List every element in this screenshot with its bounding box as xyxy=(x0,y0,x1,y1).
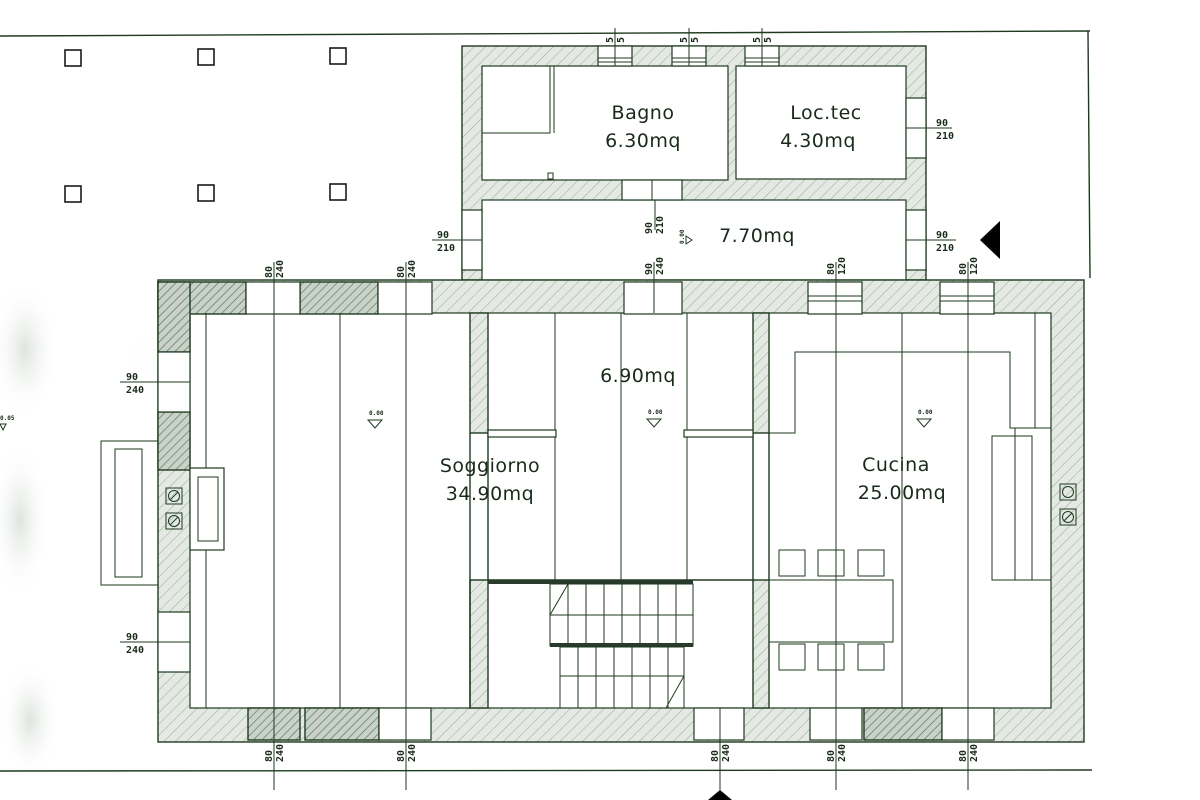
room-name-loc-tec: Loc.tec xyxy=(790,102,861,124)
dim-height: 240 xyxy=(837,744,848,762)
dim-height: 120 xyxy=(969,257,980,275)
post-icon xyxy=(329,183,347,201)
dim-width: 80 xyxy=(396,750,407,762)
dim-width: 80 xyxy=(958,750,969,762)
room-name-soggiorno: Soggiorno xyxy=(440,455,540,477)
dim-height: 240 xyxy=(969,744,980,762)
dim-height: 240 xyxy=(407,260,418,278)
dim-width: 90 xyxy=(936,118,948,129)
kitchen-table xyxy=(768,549,894,671)
dim-height: 5 xyxy=(616,37,627,43)
dim-height: 210 xyxy=(936,243,954,254)
post-icon xyxy=(329,47,347,65)
dim-height: 210 xyxy=(936,131,954,142)
room-area-hall: 6.90mq xyxy=(600,365,676,387)
dim-width: 90 xyxy=(644,222,655,234)
room-area-corridor: 7.70mq xyxy=(719,225,795,247)
main-block xyxy=(100,262,1085,790)
level-markers: 0.00 0.00 0.00 0.05 0.00 xyxy=(0,229,933,432)
site-boundary xyxy=(0,30,1093,772)
room-area-soggiorno: 34.90mq xyxy=(446,483,534,505)
kitchen-counter xyxy=(769,313,1052,581)
dim-width: 90 xyxy=(936,230,948,241)
post-icon xyxy=(197,48,215,66)
room-name-cucina: Cucina xyxy=(862,454,930,476)
dim-width: 5 xyxy=(679,37,690,43)
level-marker: 0.00 xyxy=(648,409,663,416)
dim-height: 240 xyxy=(655,257,666,275)
dim-height: 120 xyxy=(837,257,848,275)
fireplace xyxy=(100,440,225,586)
dim-width: 90 xyxy=(437,230,449,241)
dim-height: 240 xyxy=(407,744,418,762)
room-area-bagno: 6.30mq xyxy=(605,130,681,152)
dim-width: 5 xyxy=(752,37,763,43)
upper-block xyxy=(432,28,956,281)
room-area-loc-tec: 4.30mq xyxy=(780,130,856,152)
dim-height: 240 xyxy=(126,385,144,396)
room-area-cucina: 25.00mq xyxy=(858,482,946,504)
level-marker: 0.00 xyxy=(679,229,686,244)
room-labels: Bagno 6.30mq Loc.tec 4.30mq 7.70mq 6.90m… xyxy=(440,102,946,505)
opening-dimensions: 90 210 90 210 90 210 90 240 90 240 xyxy=(126,118,954,656)
dim-width: 80 xyxy=(826,263,837,275)
dim-height: 210 xyxy=(437,243,455,254)
dim-width: 90 xyxy=(126,372,138,383)
room-name-bagno: Bagno xyxy=(612,102,675,124)
gas-valve-icon xyxy=(165,483,1077,530)
dim-width: 80 xyxy=(396,266,407,278)
dim-height: 5 xyxy=(690,37,701,43)
dim-width: 80 xyxy=(958,263,969,275)
dim-width: 5 xyxy=(605,37,616,43)
section-arrow-icon xyxy=(980,221,1000,259)
dim-height: 240 xyxy=(126,645,144,656)
dim-height: 5 xyxy=(763,37,774,43)
dim-width: 80 xyxy=(264,266,275,278)
dim-height: 240 xyxy=(275,744,286,762)
post-icon xyxy=(197,184,215,202)
dim-height: 240 xyxy=(275,260,286,278)
dim-width: 80 xyxy=(826,750,837,762)
dim-width: 90 xyxy=(644,263,655,275)
dim-height: 240 xyxy=(721,744,732,762)
pergola-posts xyxy=(64,47,347,203)
dim-height: 210 xyxy=(655,216,666,234)
level-marker: 0.00 xyxy=(369,410,384,417)
staircase xyxy=(549,583,694,709)
dim-width: 80 xyxy=(264,750,275,762)
level-marker: 0.00 xyxy=(918,409,933,416)
dim-width: 90 xyxy=(126,632,138,643)
post-icon xyxy=(64,185,82,203)
dim-width: 80 xyxy=(710,750,721,762)
post-icon xyxy=(64,49,82,67)
level-marker: 0.05 xyxy=(0,415,15,422)
section-arrow-icon xyxy=(708,790,732,800)
